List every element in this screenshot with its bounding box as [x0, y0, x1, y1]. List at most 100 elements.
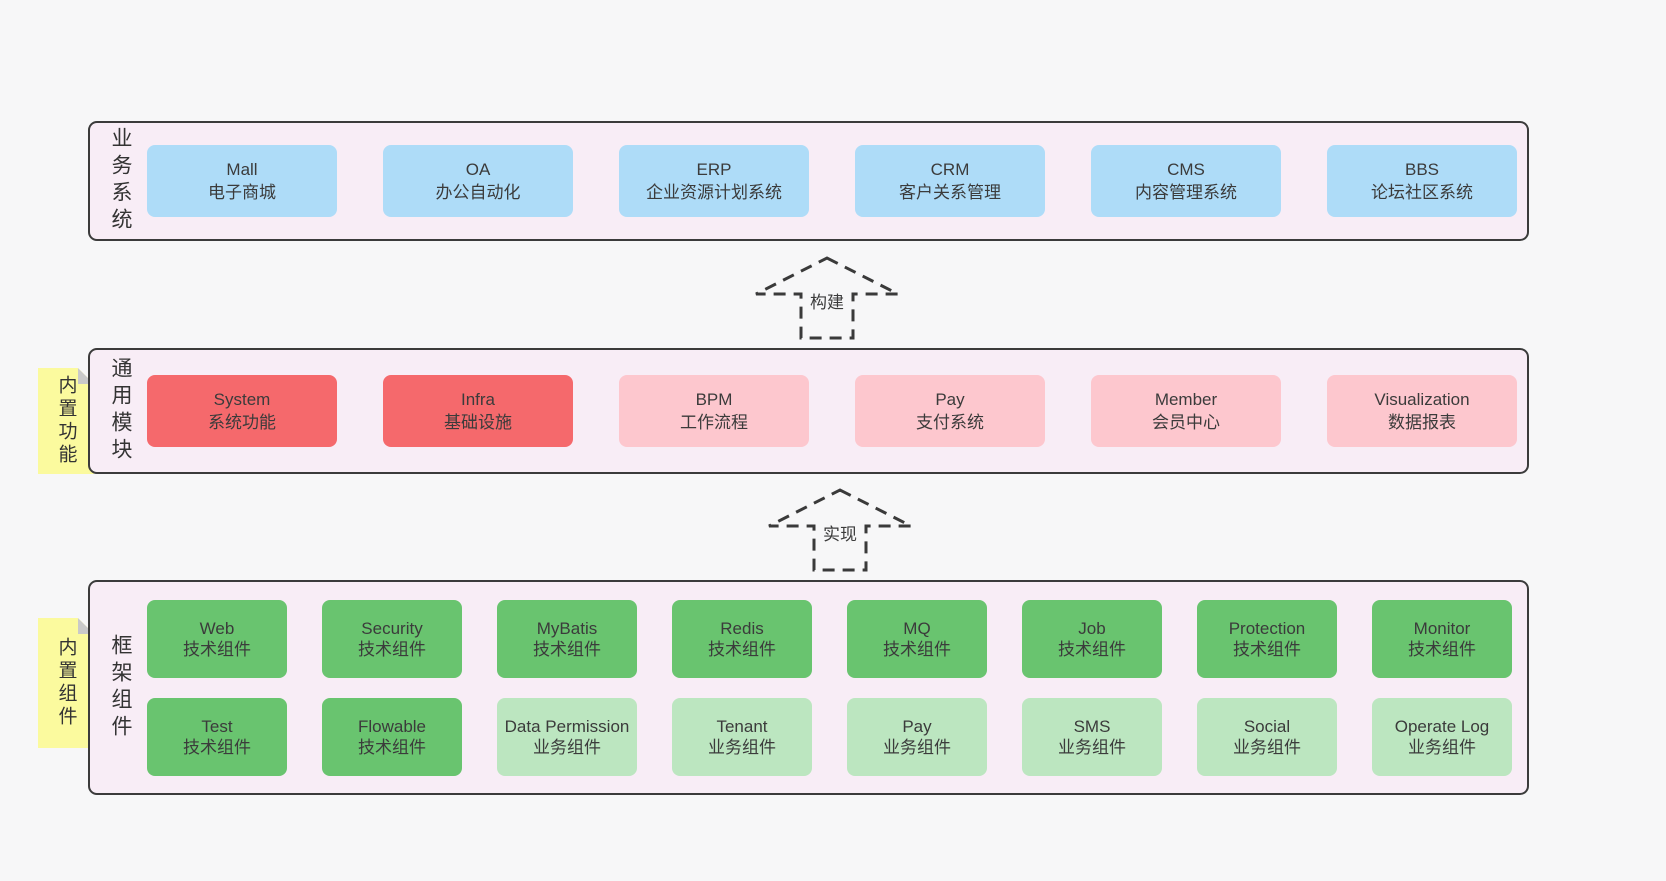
module-box-member: Member 会员中心: [1091, 375, 1281, 447]
component-subtitle: 技术组件: [358, 639, 426, 659]
module-title: BBS: [1404, 160, 1440, 179]
component-box-flowable: Flowable 技术组件: [322, 697, 462, 776]
module-subtitle: 内容管理系统: [1135, 183, 1237, 202]
sticky-note-text: 内置功能: [55, 375, 77, 467]
component-box-operate-log: Operate Log 业务组件: [1372, 697, 1512, 776]
component-box-monitor: Monitor 技术组件: [1372, 599, 1512, 678]
module-title: System: [213, 390, 271, 409]
component-box-mybatis: MyBatis 技术组件: [497, 599, 637, 678]
arrow-label: 构建: [807, 288, 847, 313]
component-subtitle: 业务组件: [1233, 737, 1301, 757]
component-subtitle: 技术组件: [708, 639, 776, 659]
dashed-up-arrow-icon: [755, 256, 899, 340]
component-subtitle: 技术组件: [1233, 639, 1301, 659]
module-subtitle: 数据报表: [1388, 413, 1456, 432]
framework-components-panel: 框架组件 Web 技术组件 Security 技术组件 MyBatis 技术组件…: [88, 580, 1529, 795]
module-box-infra: Infra 基础设施: [383, 375, 573, 447]
module-subtitle: 系统功能: [208, 413, 276, 432]
module-title: BPM: [695, 390, 733, 409]
component-subtitle: 技术组件: [183, 737, 251, 757]
sticky-note-builtin-components: 内置组件: [38, 618, 94, 748]
arrow-label: 实现: [820, 520, 860, 545]
module-title: Infra: [460, 390, 496, 409]
module-title: Visualization: [1374, 390, 1470, 409]
module-subtitle: 工作流程: [680, 413, 748, 432]
component-subtitle: 业务组件: [533, 737, 601, 757]
module-title: CRM: [930, 160, 970, 179]
module-title: Pay: [935, 390, 965, 409]
module-title: OA: [465, 160, 491, 179]
module-box-oa: OA 办公自动化: [383, 145, 573, 217]
module-title: Mall: [226, 160, 258, 179]
module-subtitle: 论坛社区系统: [1371, 183, 1473, 202]
module-box-bbs: BBS 论坛社区系统: [1327, 145, 1517, 217]
component-box-web: Web 技术组件: [147, 599, 287, 678]
component-box-mq: MQ 技术组件: [847, 599, 987, 678]
module-subtitle: 基础设施: [444, 413, 512, 432]
component-box-data-permission: Data Permission 业务组件: [497, 697, 637, 776]
component-title: Redis: [720, 618, 764, 638]
component-box-sms: SMS 业务组件: [1022, 697, 1162, 776]
dashed-up-arrow-icon: [768, 488, 912, 572]
up-arrow-build: 构建: [752, 255, 902, 341]
component-subtitle: 业务组件: [1058, 737, 1126, 757]
component-title: Social: [1243, 716, 1291, 736]
component-title: Web: [199, 618, 235, 638]
component-subtitle: 技术组件: [883, 639, 951, 659]
component-subtitle: 技术组件: [1408, 639, 1476, 659]
panel-label: 通用模块: [109, 357, 132, 465]
component-subtitle: 技术组件: [358, 737, 426, 757]
component-subtitle: 业务组件: [708, 737, 776, 757]
module-subtitle: 支付系统: [916, 413, 984, 432]
sticky-note-text: 内置组件: [55, 637, 77, 729]
panel-label: 业务系统: [109, 127, 132, 235]
module-box-bpm: BPM 工作流程: [619, 375, 809, 447]
module-title: Member: [1154, 390, 1218, 409]
business-systems-panel: 业务系统 Mall 电子商城 OA 办公自动化 ERP 企业资源计划系统 CRM…: [88, 121, 1529, 241]
module-box-system: System 系统功能: [147, 375, 337, 447]
component-subtitle: 技术组件: [533, 639, 601, 659]
module-subtitle: 办公自动化: [435, 183, 521, 202]
component-title: Data Permission: [504, 716, 630, 736]
component-box-tenant: Tenant 业务组件: [672, 697, 812, 776]
component-title: Job: [1078, 618, 1106, 638]
component-box-job: Job 技术组件: [1022, 599, 1162, 678]
module-box-crm: CRM 客户关系管理: [855, 145, 1045, 217]
module-box-cms: CMS 内容管理系统: [1091, 145, 1281, 217]
component-box-security: Security 技术组件: [322, 599, 462, 678]
component-box-protection: Protection 技术组件: [1197, 599, 1337, 678]
module-subtitle: 客户关系管理: [899, 183, 1001, 202]
component-subtitle: 技术组件: [183, 639, 251, 659]
component-title: MyBatis: [536, 618, 598, 638]
component-box-test: Test 技术组件: [147, 697, 287, 776]
component-title: Operate Log: [1394, 716, 1490, 736]
component-title: Monitor: [1413, 618, 1471, 638]
component-subtitle: 技术组件: [1058, 639, 1126, 659]
common-modules-row: System 系统功能 Infra 基础设施 BPM 工作流程 Pay 支付系统…: [147, 350, 1517, 472]
component-title: Security: [361, 618, 423, 638]
module-subtitle: 电子商城: [208, 183, 276, 202]
component-title: Protection: [1228, 618, 1306, 638]
sticky-note-builtin-features: 内置功能: [38, 368, 94, 474]
framework-row-2: Test 技术组件 Flowable 技术组件 Data Permission …: [147, 697, 1512, 776]
module-box-erp: ERP 企业资源计划系统: [619, 145, 809, 217]
component-title: Test: [201, 716, 233, 736]
component-title: SMS: [1073, 716, 1111, 736]
up-arrow-implement: 实现: [765, 487, 915, 573]
module-subtitle: 企业资源计划系统: [646, 183, 782, 202]
common-modules-panel: 通用模块 System 系统功能 Infra 基础设施 BPM 工作流程 Pay…: [88, 348, 1529, 474]
framework-components-grid: Web 技术组件 Security 技术组件 MyBatis 技术组件 Redi…: [147, 582, 1512, 793]
module-box-pay: Pay 支付系统: [855, 375, 1045, 447]
component-box-redis: Redis 技术组件: [672, 599, 812, 678]
component-title: Pay: [902, 716, 932, 736]
component-subtitle: 业务组件: [883, 737, 951, 757]
component-title: Flowable: [357, 716, 427, 736]
module-title: ERP: [696, 160, 732, 179]
business-systems-row: Mall 电子商城 OA 办公自动化 ERP 企业资源计划系统 CRM 客户关系…: [147, 123, 1517, 239]
module-box-visualization: Visualization 数据报表: [1327, 375, 1517, 447]
component-title: MQ: [903, 618, 931, 638]
component-box-pay-biz: Pay 业务组件: [847, 697, 987, 776]
framework-row-1: Web 技术组件 Security 技术组件 MyBatis 技术组件 Redi…: [147, 599, 1512, 678]
component-subtitle: 业务组件: [1408, 737, 1476, 757]
component-title: Tenant: [716, 716, 768, 736]
